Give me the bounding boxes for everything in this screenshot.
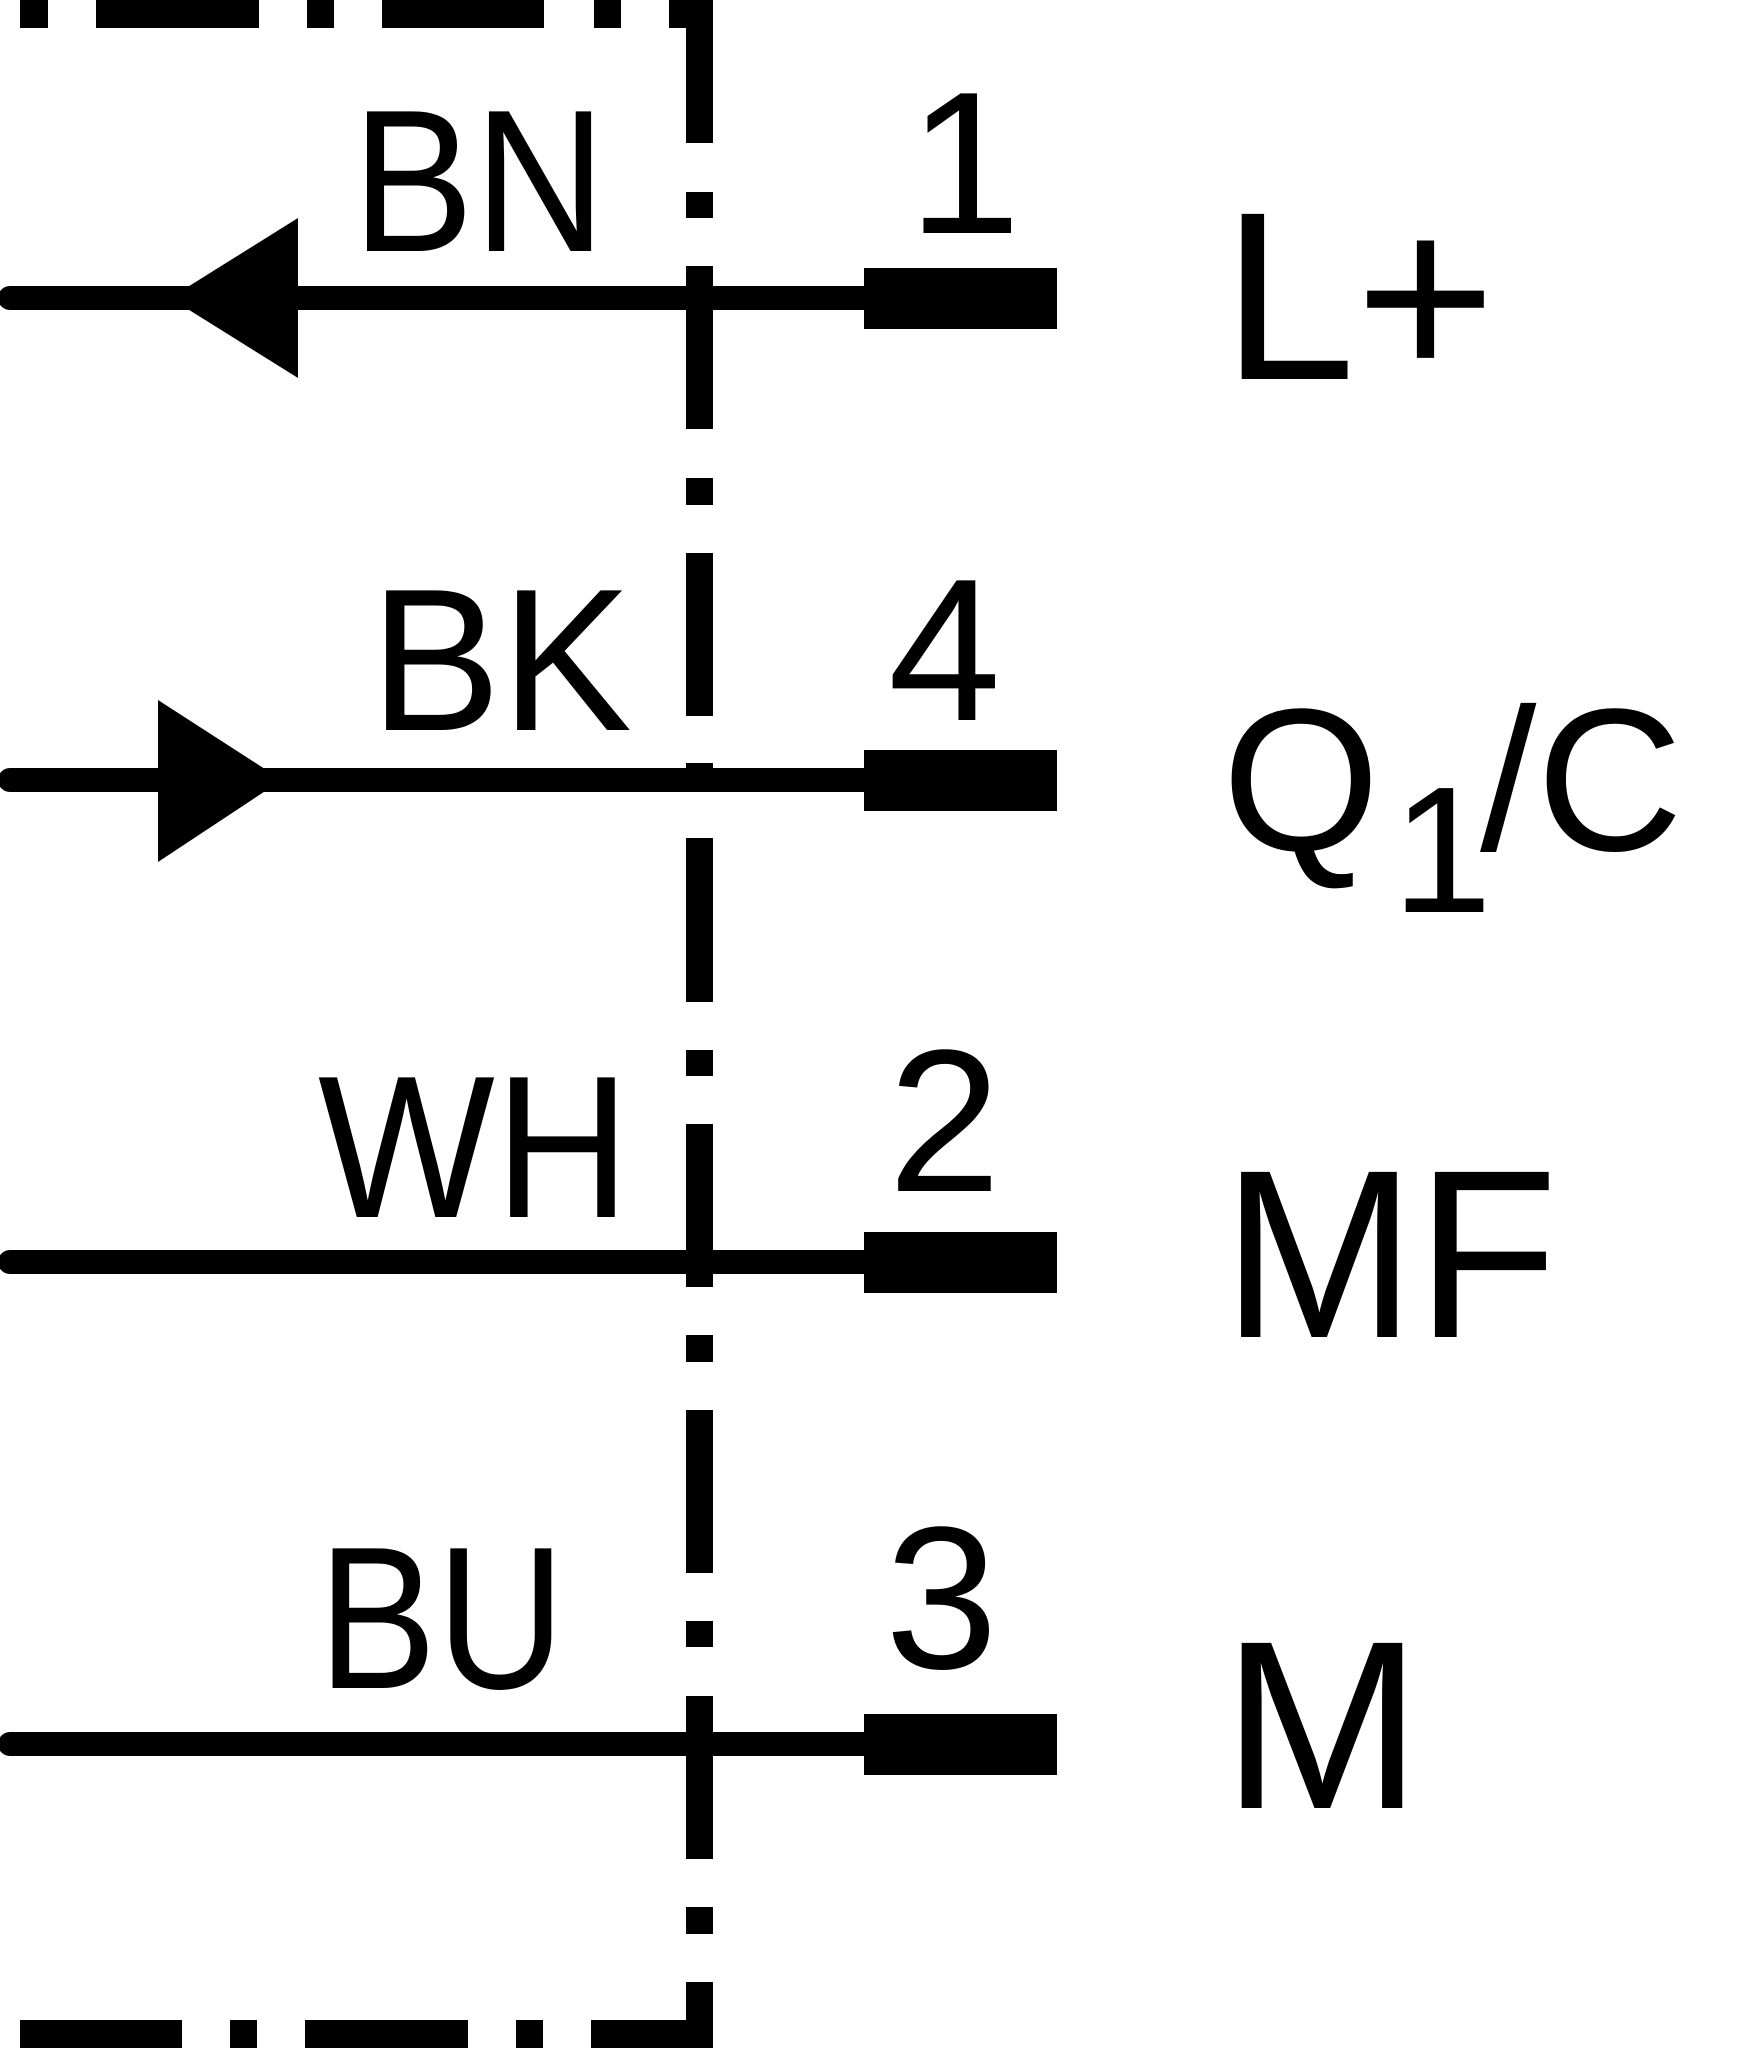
pin-number: 1 xyxy=(908,50,1021,277)
boundary-bottom-dash xyxy=(516,2020,543,2048)
wire-row-wh: WH 2 MF xyxy=(0,1008,1558,1388)
terminal-block xyxy=(864,1714,1057,1775)
boundary-vertical-dash xyxy=(686,1696,713,1859)
signal-name: MF xyxy=(1222,1120,1558,1388)
boundary-vertical-dash xyxy=(686,553,713,716)
boundary-vertical-dash xyxy=(686,0,713,143)
boundary-top-dash xyxy=(382,0,544,28)
wire-color-code: BK xyxy=(370,547,632,774)
boundary-vertical-dot xyxy=(686,1335,713,1362)
boundary-vertical-dot xyxy=(686,1907,713,1934)
signal-name: L+ xyxy=(1222,162,1496,430)
boundary-vertical-dash xyxy=(686,838,713,1002)
terminal-block xyxy=(864,1232,1057,1293)
boundary-vertical-dot xyxy=(686,1621,713,1647)
pin-number: 4 xyxy=(888,537,1001,764)
arrow-in-icon xyxy=(170,218,298,378)
wire-row-bk: BK 4 Q 1 /C xyxy=(0,537,1683,951)
device-boundary xyxy=(20,0,713,2048)
wire-color-code: WH xyxy=(318,1034,630,1261)
arrow-out-icon xyxy=(158,700,282,862)
wire-row-bu: BU 3 M xyxy=(0,1485,1422,1859)
boundary-vertical-dot xyxy=(686,192,713,218)
boundary-top-dash xyxy=(96,0,259,28)
pin-number: 3 xyxy=(885,1485,998,1712)
terminal-block xyxy=(864,750,1057,811)
signal-name-suffix: /C xyxy=(1480,667,1683,894)
pin-number: 2 xyxy=(888,1008,1001,1235)
signal-name: M xyxy=(1222,1591,1422,1859)
boundary-bottom-dash xyxy=(591,2020,713,2048)
terminal-block xyxy=(864,268,1057,329)
boundary-vertical-dot xyxy=(686,478,713,505)
boundary-bottom-dash xyxy=(230,2020,257,2048)
wire-color-code: BN xyxy=(352,68,606,295)
boundary-bottom-dash xyxy=(305,2020,468,2048)
signal-name-subscript: 1 xyxy=(1392,750,1492,951)
boundary-bottom-dash xyxy=(20,2020,182,2048)
signal-name-main: Q xyxy=(1222,667,1380,894)
boundary-vertical-dash xyxy=(686,1410,713,1573)
wire-row-bn: BN 1 L+ xyxy=(0,50,1496,430)
boundary-top-dash xyxy=(307,0,334,28)
boundary-top-dash xyxy=(20,0,48,28)
boundary-vertical-dot xyxy=(686,1050,713,1076)
boundary-top-dash xyxy=(594,0,621,28)
wire-color-code: BU xyxy=(318,1505,565,1732)
